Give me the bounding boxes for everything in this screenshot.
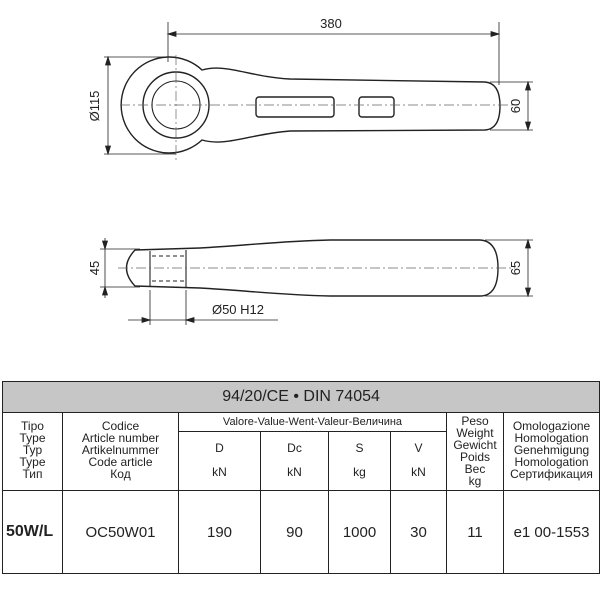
top-view-outline	[120, 56, 501, 154]
length-dimension	[166, 22, 501, 85]
v-value-cell: 30	[390, 490, 447, 574]
eye-thickness-label: 45	[87, 261, 102, 275]
eye-thickness-dimension	[100, 238, 140, 298]
length-label: 380	[320, 16, 342, 31]
model-cell: 50W/L	[2, 490, 63, 574]
eye-diameter-label: Ø115	[87, 91, 102, 122]
bore-dimension	[128, 290, 278, 325]
bore-label: Ø50 H12	[212, 302, 264, 317]
approval-cell: e1 00-1553	[502, 490, 600, 574]
table-row: 50W/L OC50W01 190 90 1000 30 11 e1 00-15…	[2, 490, 600, 574]
shank-thickness-label: 65	[508, 261, 523, 275]
technical-drawing: 380 Ø115 60 45 65 Ø50 H12	[87, 16, 533, 325]
weight-cell: 11	[446, 490, 504, 574]
standard-header: 94/20/CE • DIN 74054	[1, 381, 600, 413]
side-view-outline	[125, 239, 499, 297]
width-dimension	[490, 80, 533, 132]
d-value-cell: 190	[178, 490, 261, 574]
value-group-header: Valore-Value-Went-Valeur-Величина	[178, 412, 447, 432]
shank-slot-short	[358, 96, 395, 118]
dc-value-cell: 90	[260, 490, 329, 574]
eye-diameter-dimension	[104, 55, 176, 156]
shank-thickness-dimension	[485, 238, 533, 298]
code-cell: OC50W01	[62, 490, 179, 574]
shank-slot-long	[255, 96, 335, 118]
side-view	[125, 239, 499, 297]
s-value-cell: 1000	[328, 490, 391, 574]
width-label: 60	[508, 99, 523, 113]
